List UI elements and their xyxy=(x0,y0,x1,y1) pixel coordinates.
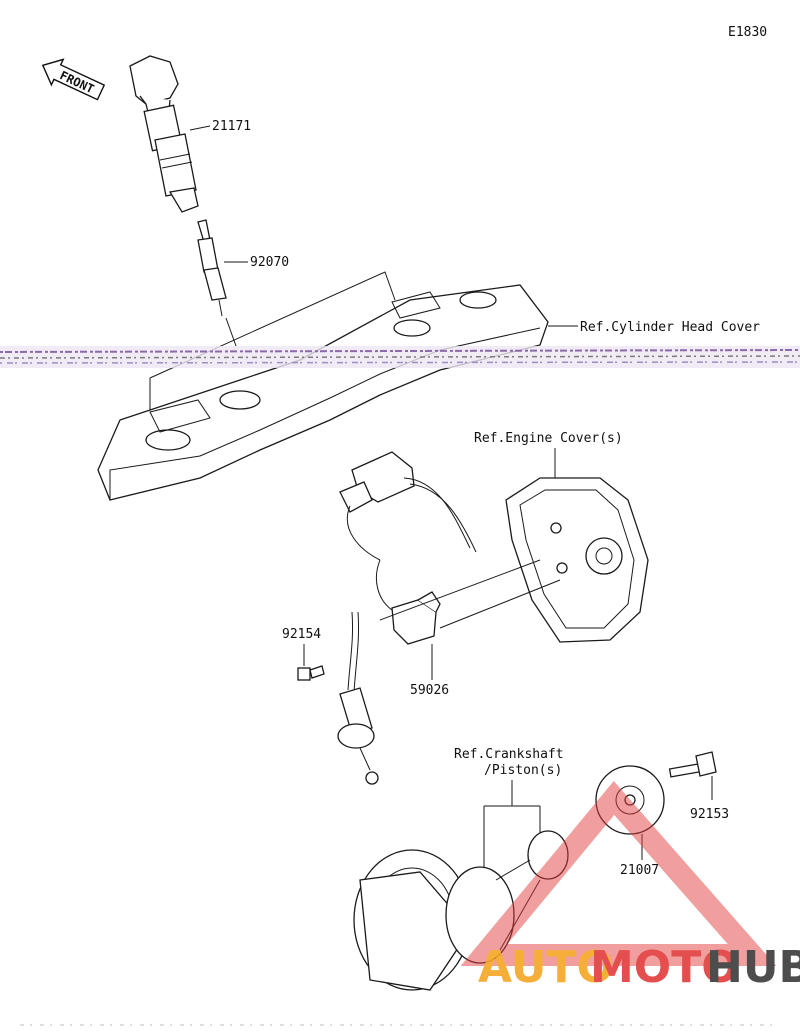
bolt-92154 xyxy=(297,665,325,681)
cylinder-head-cover xyxy=(97,271,549,501)
crankshaft xyxy=(353,830,569,991)
diagram-code: E1830 xyxy=(728,25,767,40)
timing-rotor xyxy=(595,765,665,835)
watermark-text-auto: AUTO xyxy=(478,942,614,993)
spark-plug xyxy=(197,219,227,317)
ground-terminal xyxy=(337,687,379,785)
engine-cover xyxy=(505,477,649,643)
front-arrow-icon: FRONT xyxy=(41,58,106,101)
watermark-text-hub: HUB xyxy=(706,942,800,993)
part-92153: 92153 xyxy=(690,807,729,822)
warning-triangle-icon xyxy=(460,781,777,966)
pickup-sensor xyxy=(379,559,561,645)
watermark-text-moto: MOTO xyxy=(590,942,739,993)
watermark-logo: AUTO MOTO HUB xyxy=(460,781,800,993)
ref-piston: /Piston(s) xyxy=(484,763,562,778)
ref-cylinder-head-cover: Ref.Cylinder Head Cover xyxy=(580,320,760,335)
part-92070: 92070 xyxy=(250,255,289,270)
part-21171: 21171 xyxy=(212,119,251,134)
part-59026: 59026 xyxy=(410,683,449,698)
part-92154: 92154 xyxy=(282,627,321,642)
part-21007: 21007 xyxy=(620,863,659,878)
bolt-92153 xyxy=(668,751,717,778)
ref-engine-cover: Ref.Engine Cover(s) xyxy=(474,431,623,446)
wiring-harness xyxy=(339,451,477,693)
ignition-coil xyxy=(129,55,199,213)
leader-21171 xyxy=(189,125,211,131)
ref-crankshaft: Ref.Crankshaft xyxy=(454,747,564,762)
